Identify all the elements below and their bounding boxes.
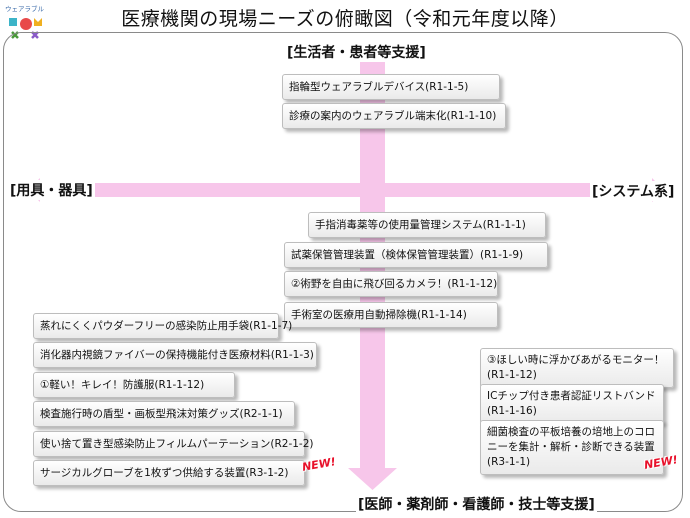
need-card[interactable]: サージカルグローブを1枚ずつ供給する装置(R3-1-2) (33, 460, 305, 486)
axis-label-left: [用具・器具] (8, 180, 95, 200)
card-line: ③ほしい時に浮かびあがるモニター！ (487, 354, 665, 366)
diagram-title: 医療機関の現場ニーズの俯瞰図（令和元年度以降） (121, 8, 569, 30)
diagram-frame (3, 32, 683, 512)
need-card[interactable]: 診療の案内のウェアラブル端末化(R1-1-10) (282, 103, 506, 129)
need-card[interactable]: ②術野を自由に飛び回るカメラ！(R1-1-12) (284, 271, 498, 297)
need-card[interactable]: 使い捨て置き型感染防止フィルムパーテーション(R2-1-2) (33, 431, 313, 457)
card-line: (R1-1-16) (487, 405, 537, 417)
need-card[interactable]: 手指消毒薬等の使用量管理システム(R1-1-1) (308, 212, 546, 238)
card-line: (R3-1-1) (487, 456, 531, 468)
card-line: ICチップ付き患者認証リストバンド (487, 390, 656, 402)
need-card[interactable]: 検査施行時の盾型・画板型飛沫対策グッズ(R2-1-1) (33, 401, 295, 427)
axis-label-top: [生活者・患者等支援] (285, 42, 428, 62)
card-line: (R1-1-12) (487, 369, 537, 381)
card-line: 細菌検査の平板培養の培地上のコロ (487, 426, 655, 438)
need-card[interactable]: 蒸れにくくパウダーフリーの感染防止用手袋(R1-1-7) (33, 313, 292, 339)
axis-label-bottom: [医師・薬剤師・看護師・技士等支援] (356, 494, 597, 514)
need-card[interactable]: 指輪型ウェアラブルデバイス(R1-1-5) (282, 74, 500, 100)
need-card[interactable]: 手術室の医療用自動掃除機(R1-1-14) (284, 302, 498, 328)
need-card[interactable]: ①軽い！キレイ！防護服(R1-1-12) (33, 372, 235, 398)
axis-label-right: [システム系] (590, 181, 677, 201)
need-card[interactable]: 試薬保管管理装置（検体保管管理装置）(R1-1-9) (284, 242, 548, 268)
horizontal-axis-arrow (28, 178, 664, 202)
card-line: ニーを集計・解析・診断できる装置 (487, 441, 655, 453)
need-card[interactable]: 細菌検査の平板培養の培地上のコロ ニーを集計・解析・診断できる装置 (R3-1-… (480, 420, 664, 475)
logo-text: ウェアラブル (5, 4, 45, 13)
wearable-logo: ウェアラブル (4, 2, 48, 42)
need-card[interactable]: 消化器内視鏡ファイバーの保持機能付き医療材料(R1-1-3) (33, 342, 317, 368)
need-card[interactable]: ICチップ付き患者認証リストバンド (R1-1-16) (480, 384, 664, 424)
need-card[interactable]: ③ほしい時に浮かびあがるモニター！ (R1-1-12) (480, 348, 674, 388)
